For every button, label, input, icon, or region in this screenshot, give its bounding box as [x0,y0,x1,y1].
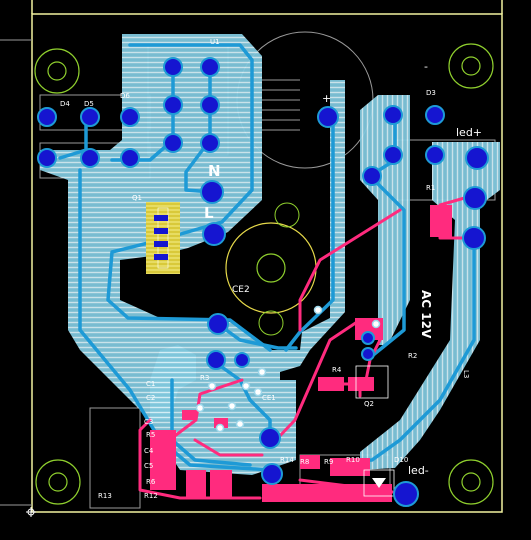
label-r1: R1 [426,184,435,192]
label-n: N [208,162,221,180]
q1-ic [146,202,180,274]
mounting-hole-bl [35,459,81,505]
label-r6: R6 [146,478,156,486]
board-outline [31,13,503,513]
label-r12: R12 [144,492,158,500]
label-l: L [204,204,214,222]
through-hole-pads [37,57,489,507]
label-r2: R2 [408,352,417,360]
label-d4: D4 [60,100,70,108]
ce2-outline [225,222,317,314]
label-d5: D5 [84,100,94,108]
label-c5: C5 [144,462,153,470]
label-plus: + [322,92,331,105]
label-l3: L3 [462,370,470,378]
label-r10: R10 [346,456,360,464]
mounting-hole-br [448,459,494,505]
label-r8: R8 [300,458,309,466]
mounting-hole-tr [448,43,494,89]
label-u1: U1 [210,38,220,46]
label-ce1: CE1 [262,394,276,402]
label-r4: R4 [332,366,342,374]
label-r14: R14 [280,456,294,464]
label-r5: R5 [146,431,155,439]
heat-stripes [262,79,300,131]
label-r9: R9 [324,458,333,466]
d10-outline [363,469,395,497]
origin-marker [26,507,36,517]
label-q1: Q1 [132,194,142,202]
label-led-plus: led+ [456,126,482,139]
label-d10: D10 [394,456,408,464]
q2-outline [355,365,389,399]
label-led-minus: led- [408,464,429,477]
label-ac-12v: AC 12V [419,290,433,339]
label-minus: - [424,60,428,73]
label-c2: C2 [146,394,155,402]
label-r13: R13 [98,492,112,500]
label-c4: C4 [144,447,154,455]
label-c3: C3 [144,418,153,426]
label-r3: R3 [200,374,209,382]
label-d6: D6 [120,92,130,100]
label-q2: Q2 [364,400,374,408]
silkscreen-labels: D4 D5 D6 U1 D3 led+ led- N L Q1 CE2 CE1 … [60,38,482,500]
mounting-hole-tl [34,48,80,94]
label-ce2: CE2 [232,285,250,295]
label-c1: C1 [146,380,155,388]
top-copper-pads [150,205,452,502]
label-d3: D3 [426,89,436,97]
d10-symbol [372,478,386,488]
mounting-holes [34,43,494,505]
